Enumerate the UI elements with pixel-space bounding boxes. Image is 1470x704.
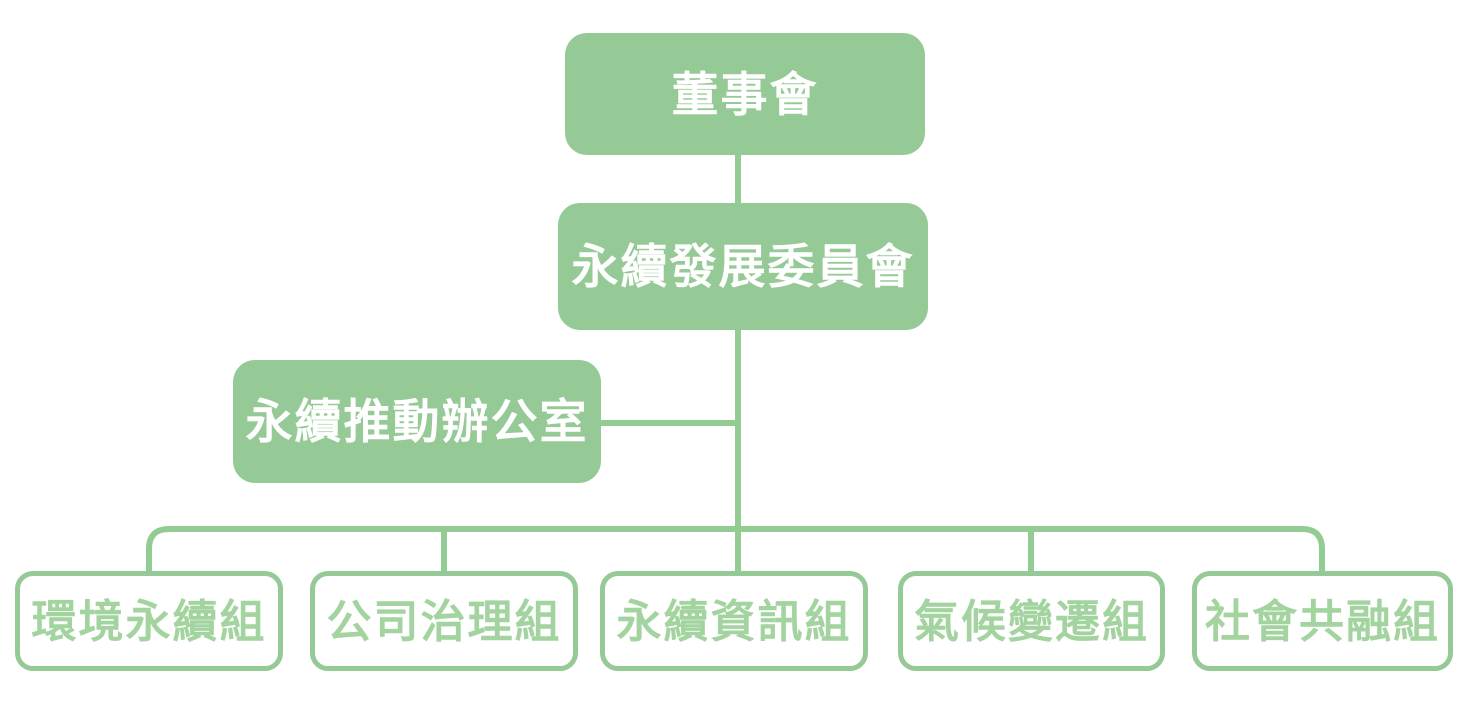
- org-node-group-governance-label: 公司治理組: [326, 595, 562, 647]
- org-node-sustainability-committee-label: 永續發展委員會: [571, 240, 915, 293]
- org-node-group-information: 永續資訊組: [600, 571, 868, 671]
- org-node-group-climate: 氣候變遷組: [898, 571, 1165, 671]
- org-node-group-social-label: 社會共融組: [1204, 595, 1440, 647]
- org-node-sustainability-office-label: 永續推動辦公室: [245, 395, 589, 448]
- org-node-group-environment-label: 環境永續組: [31, 595, 267, 647]
- connector-distribution-rail: [146, 526, 1325, 575]
- org-node-sustainability-committee: 永續發展委員會: [558, 203, 928, 330]
- org-node-group-information-label: 永續資訊組: [616, 595, 852, 647]
- org-node-group-environment: 環境永續組: [15, 571, 283, 671]
- org-node-board: 董事會: [565, 33, 925, 155]
- org-node-sustainability-office: 永續推動辦公室: [233, 360, 601, 483]
- org-node-group-social: 社會共融組: [1192, 571, 1453, 671]
- org-node-group-governance: 公司治理組: [310, 571, 578, 671]
- org-node-group-climate-label: 氣候變遷組: [913, 595, 1149, 647]
- org-node-board-label: 董事會: [671, 67, 819, 121]
